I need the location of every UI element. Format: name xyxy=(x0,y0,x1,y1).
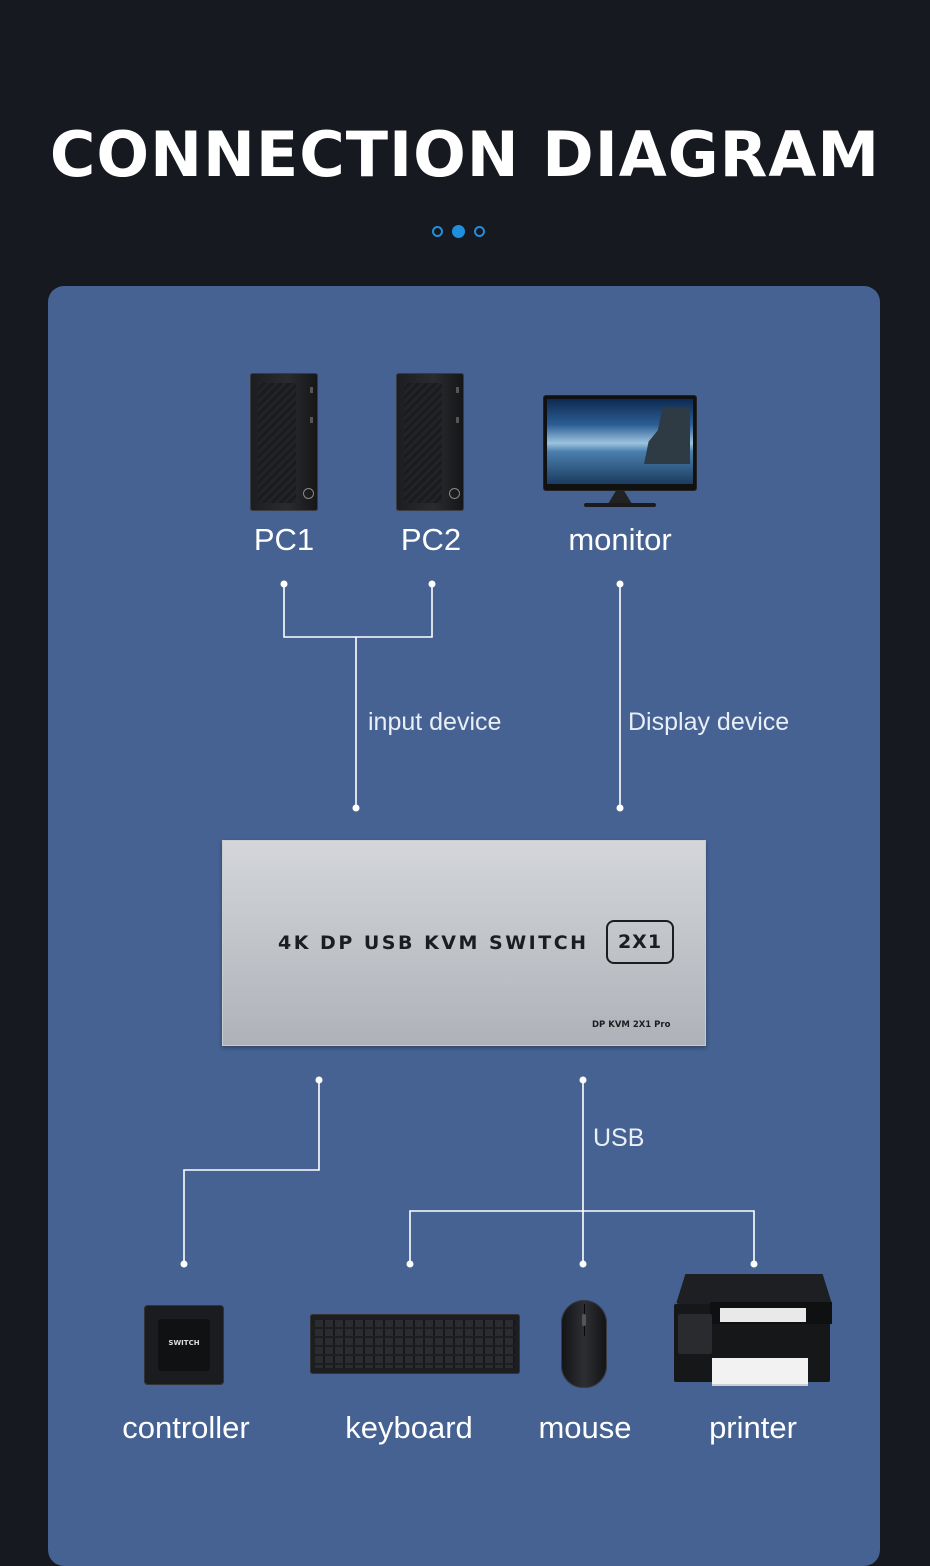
connector-dot xyxy=(428,580,436,588)
input-device-label: input device xyxy=(368,708,502,736)
usb-branch-line xyxy=(409,1210,755,1264)
monitor-icon xyxy=(544,396,696,490)
usb-label: USB xyxy=(593,1124,645,1152)
pager-dot-active[interactable] xyxy=(452,225,465,238)
pc1-tower-icon xyxy=(250,373,318,511)
connector-dot xyxy=(180,1260,188,1268)
keyboard-label: keyboard xyxy=(345,1410,473,1445)
connector-dot xyxy=(579,1260,587,1268)
keyboard-icon xyxy=(310,1314,520,1374)
display-device-label: Display device xyxy=(628,708,790,736)
connector-dot xyxy=(750,1260,758,1268)
connector-dot xyxy=(579,1076,587,1084)
kvm-switch-badge: 2X1 xyxy=(606,920,674,964)
controller-label: controller xyxy=(122,1410,250,1445)
pc2-label: PC2 xyxy=(400,522,462,557)
kvm-switch-name: 4K DP USB KVM SWITCH xyxy=(278,932,589,954)
connector-dot xyxy=(315,1076,323,1084)
pager-dot[interactable] xyxy=(474,226,485,237)
switch-controller-icon: SWITCH xyxy=(144,1305,224,1385)
pc-connector-line xyxy=(283,584,433,638)
kvm-switch-device: 4K DP USB KVM SWITCH 2X1 DP KVM 2X1 Pro xyxy=(222,840,706,1046)
mouse-label: mouse xyxy=(538,1410,632,1445)
printer-icon xyxy=(672,1274,834,1394)
monitor-label: monitor xyxy=(568,522,672,557)
pc2-tower-icon xyxy=(396,373,464,511)
controller-line xyxy=(183,1080,320,1264)
controller-switch-text: SWITCH xyxy=(168,1339,200,1347)
printer-label: printer xyxy=(709,1410,797,1445)
connector-dot xyxy=(352,804,360,812)
connector-dot xyxy=(616,580,624,588)
kvm-switch-model: DP KVM 2X1 Pro xyxy=(592,1020,671,1030)
connector-dot xyxy=(616,804,624,812)
page-title: CONNECTION DIAGRAM xyxy=(49,118,881,191)
connector-dot xyxy=(406,1260,414,1268)
pager-dot[interactable] xyxy=(432,226,443,237)
monitor-base xyxy=(584,503,656,507)
mouse-icon xyxy=(561,1300,607,1388)
pager-dots xyxy=(432,225,485,238)
pc1-label: PC1 xyxy=(253,522,315,557)
connector-dot xyxy=(280,580,288,588)
